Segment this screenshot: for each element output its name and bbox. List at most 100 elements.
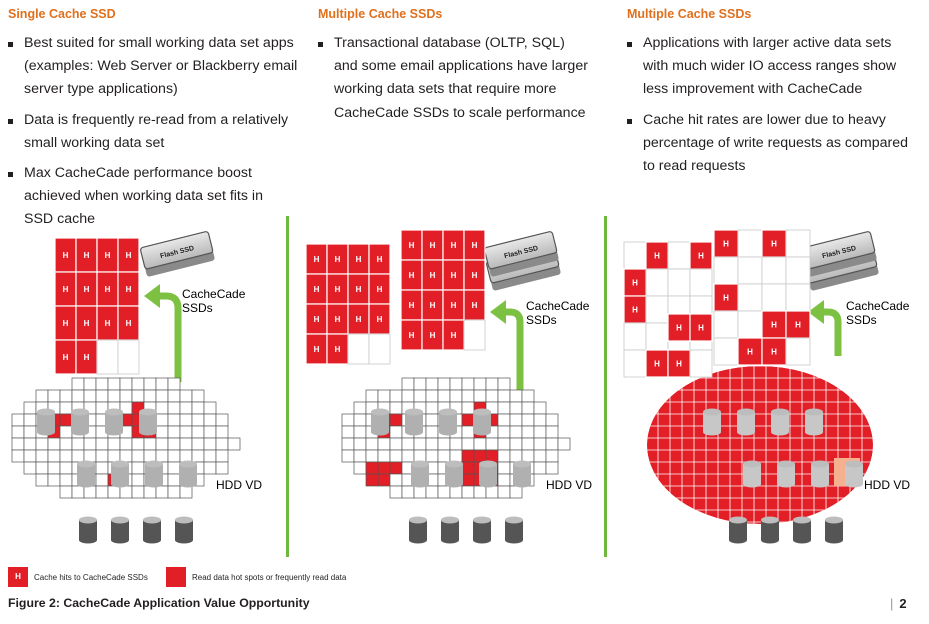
disk-block [389, 449, 403, 463]
column-title: Multiple Cache SSDs [318, 7, 443, 21]
disk-icon [703, 408, 721, 436]
disk-block [461, 449, 475, 463]
disk-block [83, 437, 97, 451]
disk-block [167, 449, 181, 463]
disk-block [71, 449, 85, 463]
flash-ssd-icon: Flash SSD [140, 231, 215, 277]
disk-block [353, 449, 367, 463]
disk-icon [729, 516, 747, 544]
disk-block [119, 389, 133, 403]
disk-block [341, 449, 355, 463]
disk-block [59, 413, 73, 427]
disk-block [83, 485, 97, 499]
disk-icon [845, 460, 863, 488]
disk-block [425, 425, 439, 439]
disk-block [203, 401, 217, 415]
empty-cell [761, 256, 787, 285]
disk-block [11, 437, 25, 451]
disk-block [47, 473, 61, 487]
column-divider [286, 216, 289, 557]
disk-block [365, 461, 379, 475]
disk-block [389, 473, 403, 487]
disk-block [215, 413, 229, 427]
disk-block [131, 437, 145, 451]
empty-cell [713, 337, 739, 366]
cache-hit-label: H [430, 331, 436, 340]
disk-block [47, 437, 61, 451]
disk-icon [825, 516, 843, 544]
disk-block [83, 377, 97, 391]
disk-icon [111, 516, 129, 544]
empty-cell [623, 241, 647, 270]
ssd-group: Flash SSD [140, 231, 215, 277]
disk-block [47, 449, 61, 463]
disk-block [461, 485, 475, 499]
disk-icon [793, 516, 811, 544]
disk-block [461, 389, 475, 403]
disk-block [179, 449, 193, 463]
cache-hit-label: H [356, 285, 362, 294]
legend-cache-hit-swatch: H [8, 567, 28, 587]
disk-block [95, 485, 109, 499]
disk-icon [139, 408, 157, 436]
empty-cell [785, 283, 811, 312]
disk-block [71, 389, 85, 403]
cache-hit-label: H [723, 294, 729, 303]
disk-block [545, 413, 559, 427]
empty-cell [737, 283, 763, 312]
disk-block [497, 425, 511, 439]
disk-block [191, 401, 205, 415]
disk-block [143, 485, 157, 499]
disk-block [521, 389, 535, 403]
legend-hot-spot-swatch [166, 567, 186, 587]
cache-hit-label: H [377, 315, 383, 324]
empty-cell [713, 310, 739, 339]
disk-block [353, 461, 367, 475]
cache-hit-label: H [356, 255, 362, 264]
disk-block [509, 437, 523, 451]
disk-block [389, 437, 403, 451]
page-number-value: 2 [899, 596, 907, 611]
disk-block [533, 437, 547, 451]
empty-cell [368, 333, 391, 365]
disk-block [401, 485, 415, 499]
disk-icon [805, 408, 823, 436]
disk-block [143, 449, 157, 463]
empty-cell [689, 268, 713, 297]
disk-icon [737, 408, 755, 436]
disk-block [215, 425, 229, 439]
disk-block [401, 437, 415, 451]
disk-block [341, 437, 355, 451]
disk-block [425, 413, 439, 427]
disk-block [23, 449, 37, 463]
disk-block [11, 425, 25, 439]
disk-block [521, 425, 535, 439]
cache-hit-label: H [63, 353, 69, 362]
cache-cell [713, 229, 739, 258]
cache-hit-label: H [654, 252, 660, 261]
cache-hit-label: H [84, 319, 90, 328]
disk-block [131, 473, 145, 487]
disk-block [131, 485, 145, 499]
cache-hit-label: H [771, 240, 777, 249]
cache-hit-label: H [698, 252, 704, 261]
disk-block [485, 437, 499, 451]
disk-block [155, 485, 169, 499]
disk-block [461, 413, 475, 427]
empty-cell [96, 339, 119, 375]
disk-icon [105, 408, 123, 436]
disk-block [533, 401, 547, 415]
disk-icon [777, 460, 795, 488]
disk-block [167, 425, 181, 439]
flash-ssd-icon: Flash SSD [484, 231, 559, 277]
disk-block [35, 473, 49, 487]
cache-hit-label: H [63, 285, 69, 294]
disk-block [35, 389, 49, 403]
empty-cell [737, 256, 763, 285]
green-arrow-icon [144, 284, 182, 382]
disk-block [227, 437, 241, 451]
disk-icon [743, 460, 761, 488]
cache-hit-label: H [314, 255, 320, 264]
disk-block [155, 413, 169, 427]
